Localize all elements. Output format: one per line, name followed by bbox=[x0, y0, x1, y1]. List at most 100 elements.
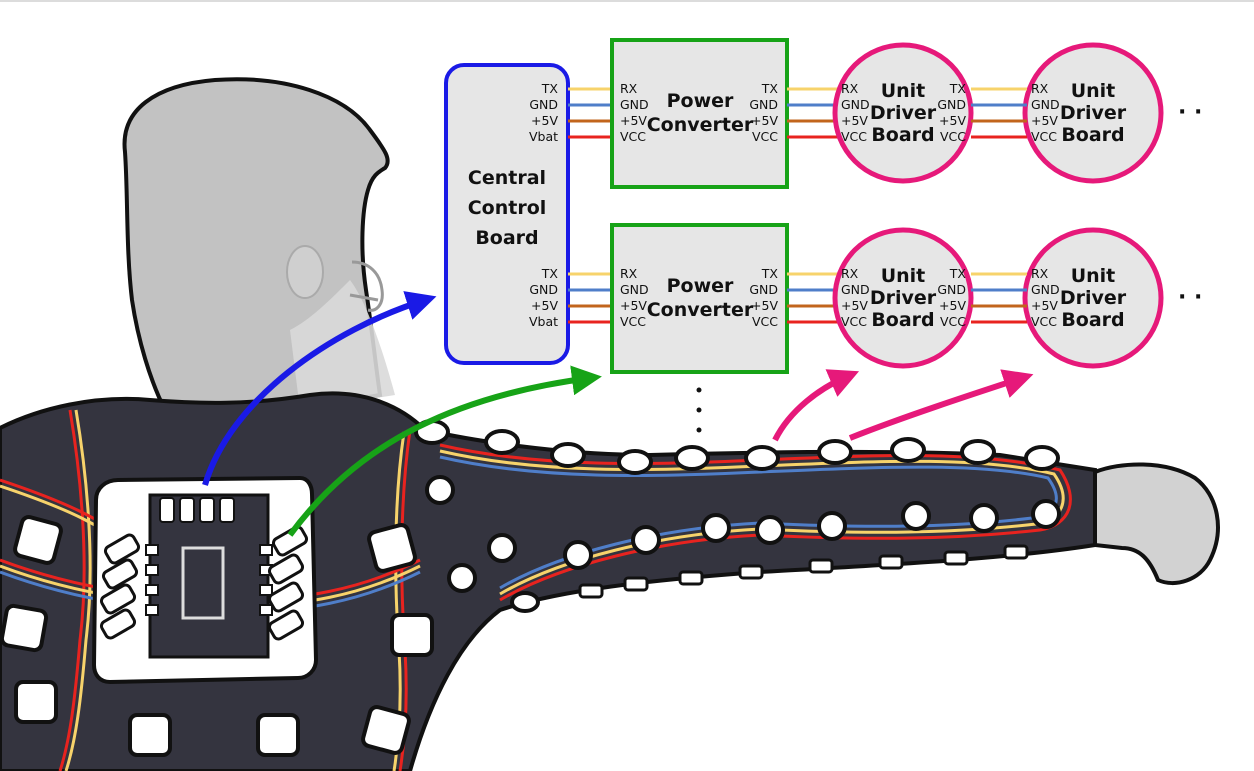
unit-driver-board-title-line-1: Driver bbox=[1060, 287, 1127, 309]
central-upper-pin-vbat: Vbat bbox=[529, 129, 558, 144]
unit-driver-board-circle bbox=[1022, 42, 1164, 184]
unit-driver-board-title-line-2: Board bbox=[871, 309, 934, 331]
unit1-in-upper-pin-rx: RX bbox=[841, 81, 859, 96]
unit1-out-upper-pin-gnd: GND bbox=[937, 97, 966, 112]
top-border-line bbox=[0, 0, 1254, 2]
unit-driver-board-title-line-0: Unit bbox=[1071, 80, 1116, 102]
central-board-title-line-1: Control bbox=[468, 197, 547, 219]
central-chip-inner bbox=[181, 546, 225, 620]
unit-driver-board-title-line-2: Board bbox=[871, 124, 934, 146]
continuation-dots-lower: · · bbox=[1178, 285, 1202, 310]
central-lower-pin-gnd: GND bbox=[529, 282, 558, 297]
unit1-in-upper-pin-vcc: VCC bbox=[841, 129, 867, 144]
unit2-in-upper-pin-rx: RX bbox=[1031, 81, 1049, 96]
unit1-in-lower-pin-vcc: VCC bbox=[841, 314, 867, 329]
neck-skin bbox=[290, 280, 395, 410]
unit-driver-board-circle bbox=[1022, 227, 1164, 369]
unit1-out-upper-pin-tx: TX bbox=[949, 81, 967, 96]
converter-in-upper-pin-rx: RX bbox=[620, 81, 638, 96]
converter-in-lower-pin-gnd: GND bbox=[620, 282, 649, 297]
power-converter-box bbox=[610, 38, 789, 189]
unit2-in-upper-pin-5v: +5V bbox=[1031, 113, 1058, 128]
converter-out-lower-pin-5v: +5V bbox=[751, 298, 778, 313]
continuation-dots-upper: · · bbox=[1178, 100, 1202, 125]
arrow-to-power-converter bbox=[287, 365, 602, 537]
converter-in-lower-pin-rx: RX bbox=[620, 266, 638, 281]
central-board-title-line-0: Central bbox=[468, 167, 546, 189]
arm-actuators bbox=[414, 419, 1061, 613]
converter-in-lower-pin-vcc: VCC bbox=[620, 314, 646, 329]
unit-driver-board-title-line-0: Unit bbox=[881, 80, 926, 102]
power-converter-title-line-0: Power bbox=[667, 90, 734, 112]
unit-driver-board-title-line-0: Unit bbox=[1071, 265, 1116, 287]
unit2-in-lower-pin-vcc: VCC bbox=[1031, 314, 1057, 329]
central-upper-pin-tx: TX bbox=[541, 81, 559, 96]
central-lower-pin-5v: +5V bbox=[531, 298, 558, 313]
converter-out-upper-pin-gnd: GND bbox=[749, 97, 778, 112]
unit-driver-board-circle bbox=[832, 227, 974, 369]
wiring-schematic: CentralControlBoardTXGND+5VVbatPowerConv… bbox=[444, 38, 1202, 433]
continuation-dots-vertical bbox=[696, 387, 702, 433]
chip-pins bbox=[145, 497, 273, 616]
unit1-out-lower-pin-5v: +5V bbox=[939, 298, 966, 313]
unit1-in-lower-pin-5v: +5V bbox=[841, 298, 868, 313]
power-converter-title-line-1: Converter bbox=[647, 114, 754, 136]
unit-driver-board-title-line-2: Board bbox=[1061, 309, 1124, 331]
unit2-in-upper-pin-vcc: VCC bbox=[1031, 129, 1057, 144]
central-control-board-box bbox=[444, 63, 570, 365]
power-converter-title-line-1: Converter bbox=[647, 299, 754, 321]
wearer-illustration bbox=[0, 77, 1220, 771]
unit1-out-lower-pin-vcc: VCC bbox=[940, 314, 966, 329]
central-board-title-line-2: Board bbox=[475, 227, 538, 249]
unit-driver-board-title-line-1: Driver bbox=[1060, 102, 1127, 124]
unit1-out-upper-pin-5v: +5V bbox=[939, 113, 966, 128]
converter-out-upper-pin-tx: TX bbox=[761, 81, 779, 96]
power-converter-title-line-0: Power bbox=[667, 275, 734, 297]
power-converter-box bbox=[610, 223, 789, 374]
arrow-to-unit-board-2 bbox=[848, 369, 1034, 441]
ear bbox=[286, 245, 324, 299]
unit2-in-lower-pin-rx: RX bbox=[1031, 266, 1049, 281]
unit-driver-board-title-line-2: Board bbox=[1061, 124, 1124, 146]
arrow-to-unit-board-1 bbox=[772, 369, 860, 442]
converter-in-lower-pin-5v: +5V bbox=[620, 298, 647, 313]
converter-out-upper-pin-vcc: VCC bbox=[752, 129, 778, 144]
unit2-in-lower-pin-5v: +5V bbox=[1031, 298, 1058, 313]
glasses bbox=[349, 260, 384, 312]
unit-driver-board-title-line-1: Driver bbox=[870, 287, 937, 309]
converter-out-upper-pin-5v: +5V bbox=[751, 113, 778, 128]
unit1-in-lower-pin-rx: RX bbox=[841, 266, 859, 281]
unit2-in-upper-pin-gnd: GND bbox=[1031, 97, 1060, 112]
central-upper-pin-gnd: GND bbox=[529, 97, 558, 112]
hand bbox=[1093, 462, 1220, 586]
unit-driver-board-circle bbox=[832, 42, 974, 184]
arrow-to-central-board bbox=[202, 291, 437, 486]
unit1-out-upper-pin-vcc: VCC bbox=[940, 129, 966, 144]
unit-driver-board-title-line-0: Unit bbox=[881, 265, 926, 287]
unit1-out-lower-pin-tx: TX bbox=[949, 266, 967, 281]
central-upper-pin-5v: +5V bbox=[531, 113, 558, 128]
arm-underside-pads bbox=[578, 544, 1029, 599]
unit1-out-lower-pin-gnd: GND bbox=[937, 282, 966, 297]
unit1-in-upper-pin-gnd: GND bbox=[841, 97, 870, 112]
converter-in-upper-pin-gnd: GND bbox=[620, 97, 649, 112]
converter-out-lower-pin-tx: TX bbox=[761, 266, 779, 281]
module-connectors bbox=[99, 525, 309, 641]
unit1-in-lower-pin-gnd: GND bbox=[841, 282, 870, 297]
converter-out-lower-pin-vcc: VCC bbox=[752, 314, 778, 329]
unit1-in-upper-pin-5v: +5V bbox=[841, 113, 868, 128]
converter-out-lower-pin-gnd: GND bbox=[749, 282, 778, 297]
back-actuators bbox=[0, 515, 434, 757]
central-lower-pin-vbat: Vbat bbox=[529, 314, 558, 329]
central-lower-pin-tx: TX bbox=[541, 266, 559, 281]
unit-driver-board-title-line-1: Driver bbox=[870, 102, 937, 124]
converter-in-upper-pin-vcc: VCC bbox=[620, 129, 646, 144]
